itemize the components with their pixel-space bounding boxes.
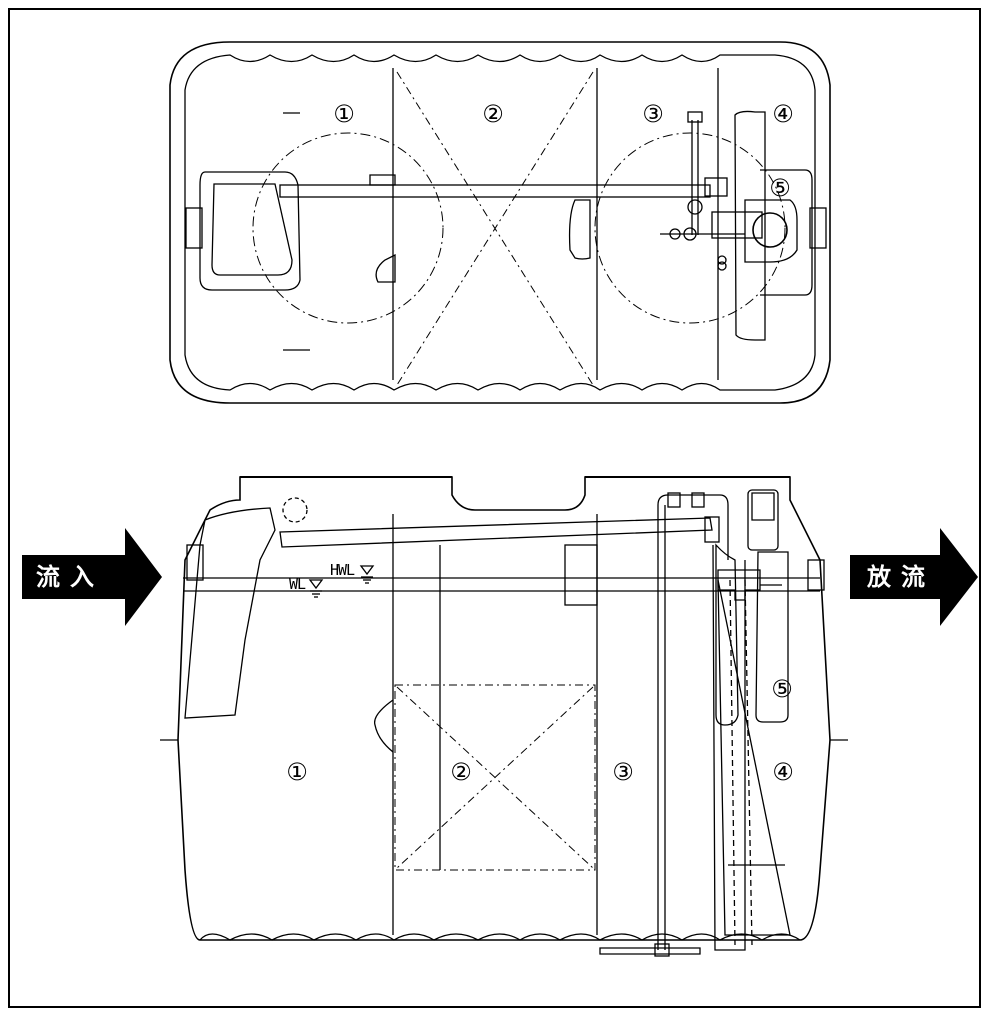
side-view-tank (160, 476, 848, 957)
side-chamber-label-3: ③ (612, 758, 634, 786)
inflow-label: 流入 (36, 563, 104, 591)
top-chamber-label-3: ③ (642, 100, 664, 128)
side-chamber-label-1: ① (286, 758, 308, 786)
side-chamber-label-2: ② (450, 758, 472, 786)
top-chamber-label-4: ④ (772, 100, 794, 128)
outflow-label: 放流 (867, 563, 935, 591)
top-chamber-label-2: ② (482, 100, 504, 128)
top-chamber-label-1: ① (333, 100, 355, 128)
side-chamber-label-5: ⑤ (771, 675, 793, 703)
wl-label: WL (289, 575, 306, 593)
top-view-tank (169, 41, 831, 404)
outflow-arrow (850, 528, 978, 626)
hwl-label: HWL (330, 561, 355, 579)
inflow-arrow (22, 528, 162, 626)
side-chamber-label-4: ④ (772, 758, 794, 786)
top-chamber-label-5: ⑤ (769, 174, 791, 202)
